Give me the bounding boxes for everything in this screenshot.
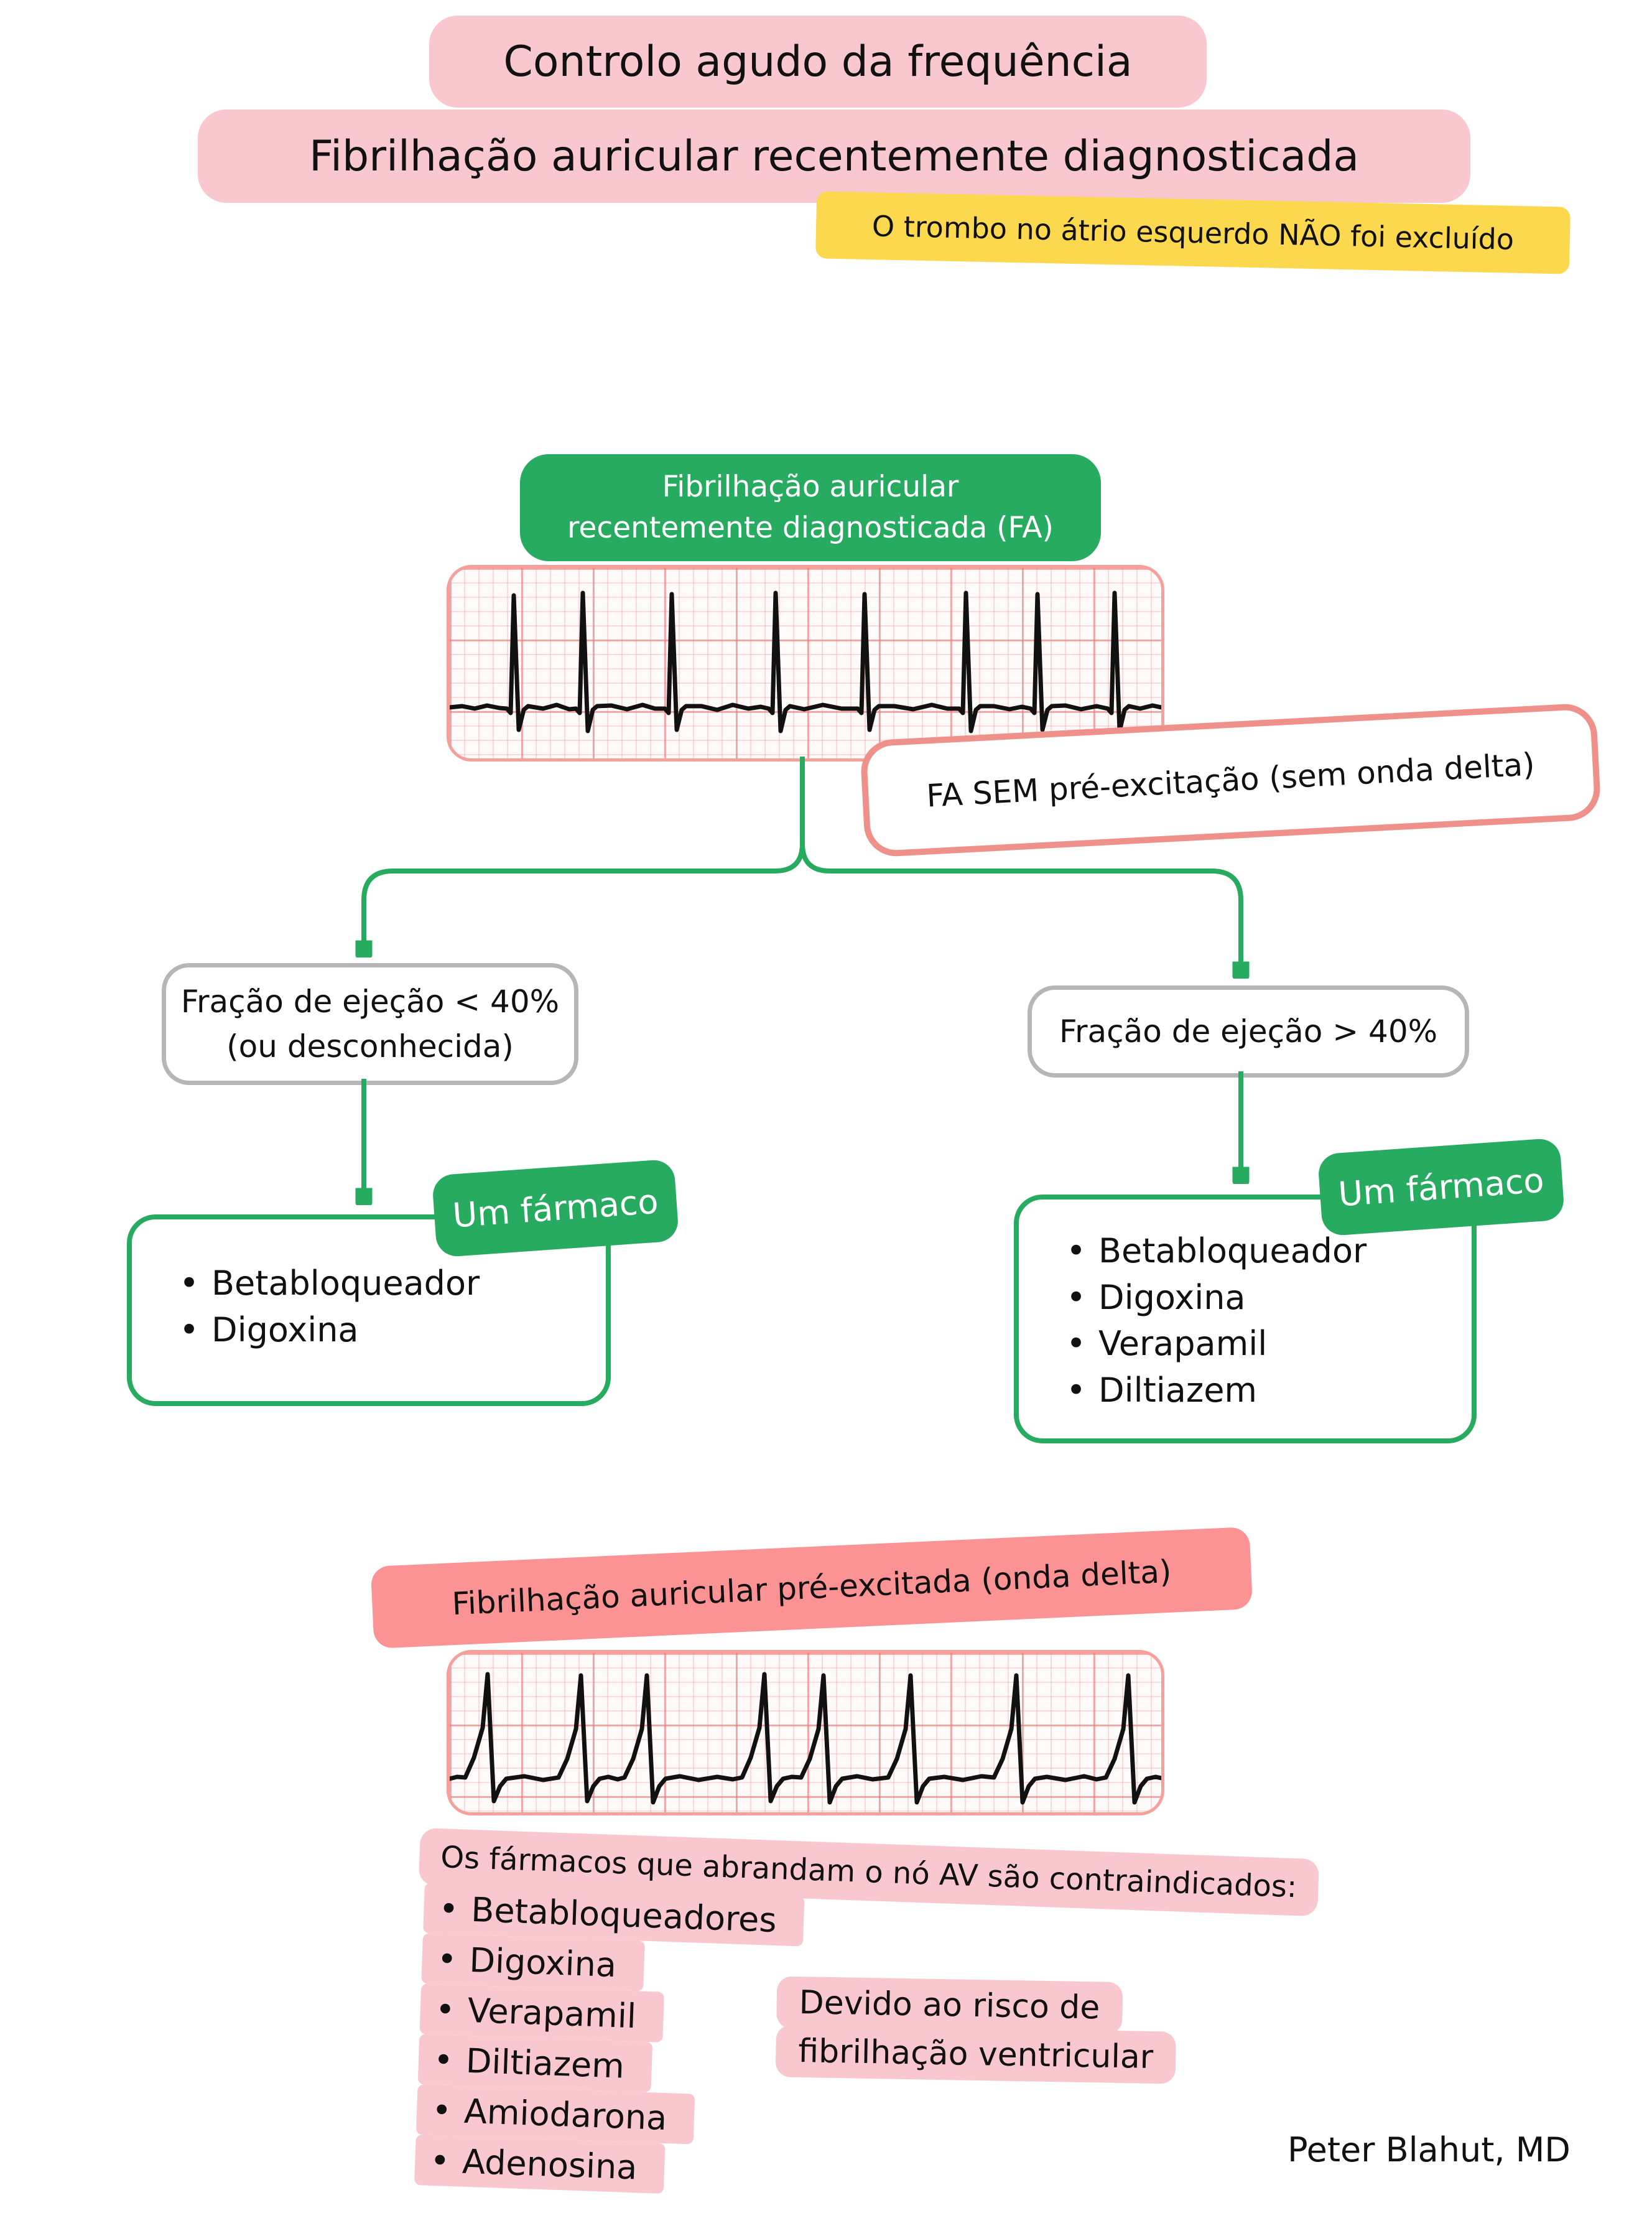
root-line1: Fibrilhação auricular: [662, 470, 959, 505]
tag-one-drug-right: Um fármaco: [1317, 1137, 1566, 1237]
warning-text: O trombo no átrio esquerdo NÃO foi exclu…: [871, 209, 1515, 256]
list-item: Verapamil: [419, 1983, 665, 2043]
preexcited-banner-text: Fibrilhação auricular pré-excitada (onda…: [451, 1553, 1172, 1623]
ecg-preexcited-delta-wave-image: [447, 1650, 1164, 1815]
arrow-to-left-branch: [364, 757, 805, 951]
condition-ef-below-40: Fração de ejeção < 40% (ou desconhecida): [162, 963, 578, 1085]
list-item: Verapamil: [1054, 1321, 1472, 1367]
warning-banner-thrombus: O trombo no átrio esquerdo NÃO foi exclu…: [815, 191, 1571, 274]
list-item: Amiodarona: [415, 2084, 695, 2145]
ef-left-line2: (ou desconhecida): [226, 1028, 514, 1064]
list-item: Betabloqueador: [1054, 1228, 1472, 1275]
title-line2: Fibrilhação auricular recentemente diagn…: [309, 131, 1360, 181]
list-item: Digoxina: [167, 1307, 606, 1354]
drug-list-normal-ef-items: Betabloqueador Digoxina Verapamil Diltia…: [1019, 1200, 1472, 1414]
tag-one-drug-left: Um fármaco: [431, 1158, 680, 1258]
drug-list-normal-ef: Betabloqueador Digoxina Verapamil Diltia…: [1014, 1195, 1477, 1443]
author-credit: Peter Blahut, MD: [1288, 2130, 1571, 2169]
reason-note-vf-risk: Devido ao risco de fibrilhação ventricul…: [775, 1976, 1177, 2084]
reason-line2: fibrilhação ventricular: [775, 2024, 1176, 2084]
flow-root-node: Fibrilhação auricular recentemente diagn…: [520, 454, 1101, 561]
title-banner-new-af: Fibrilhação auricular recentemente diagn…: [198, 109, 1470, 203]
tag-right-text: Um fármaco: [1337, 1160, 1546, 1214]
ecg-preexcited-trace: [450, 1672, 1161, 1805]
list-item: Adenosina: [414, 2135, 666, 2194]
list-item: Diltiazem: [417, 2034, 653, 2093]
title-banner-rate-control: Controlo agudo da frequência: [429, 16, 1207, 108]
title-line1: Controlo agudo da frequência: [503, 37, 1133, 86]
list-item: Diltiazem: [1054, 1367, 1472, 1414]
drug-list-low-ef-items: Betabloqueador Digoxina: [132, 1219, 606, 1353]
list-item: Digoxina: [421, 1933, 645, 1991]
tag-left-text: Um fármaco: [451, 1181, 660, 1235]
ecg-narrow-complex-image: [447, 565, 1164, 762]
ef-left-line1: Fração de ejeção < 40%: [180, 983, 560, 1020]
list-item: Betabloqueador: [167, 1260, 606, 1307]
banner-preexcited-af: Fibrilhação auricular pré-excitada (onda…: [370, 1526, 1253, 1649]
ef-right-text: Fração de ejeção > 40%: [1059, 1013, 1438, 1050]
ecg-narrow-trace: [450, 590, 1161, 734]
condition-ef-above-40: Fração de ejeção > 40%: [1028, 985, 1469, 1078]
list-item: Digoxina: [1054, 1275, 1472, 1321]
root-line2: recentemente diagnosticada (FA): [567, 511, 1054, 545]
no-preexcitation-text: FA SEM pré-excitação (sem onda delta): [926, 746, 1536, 814]
